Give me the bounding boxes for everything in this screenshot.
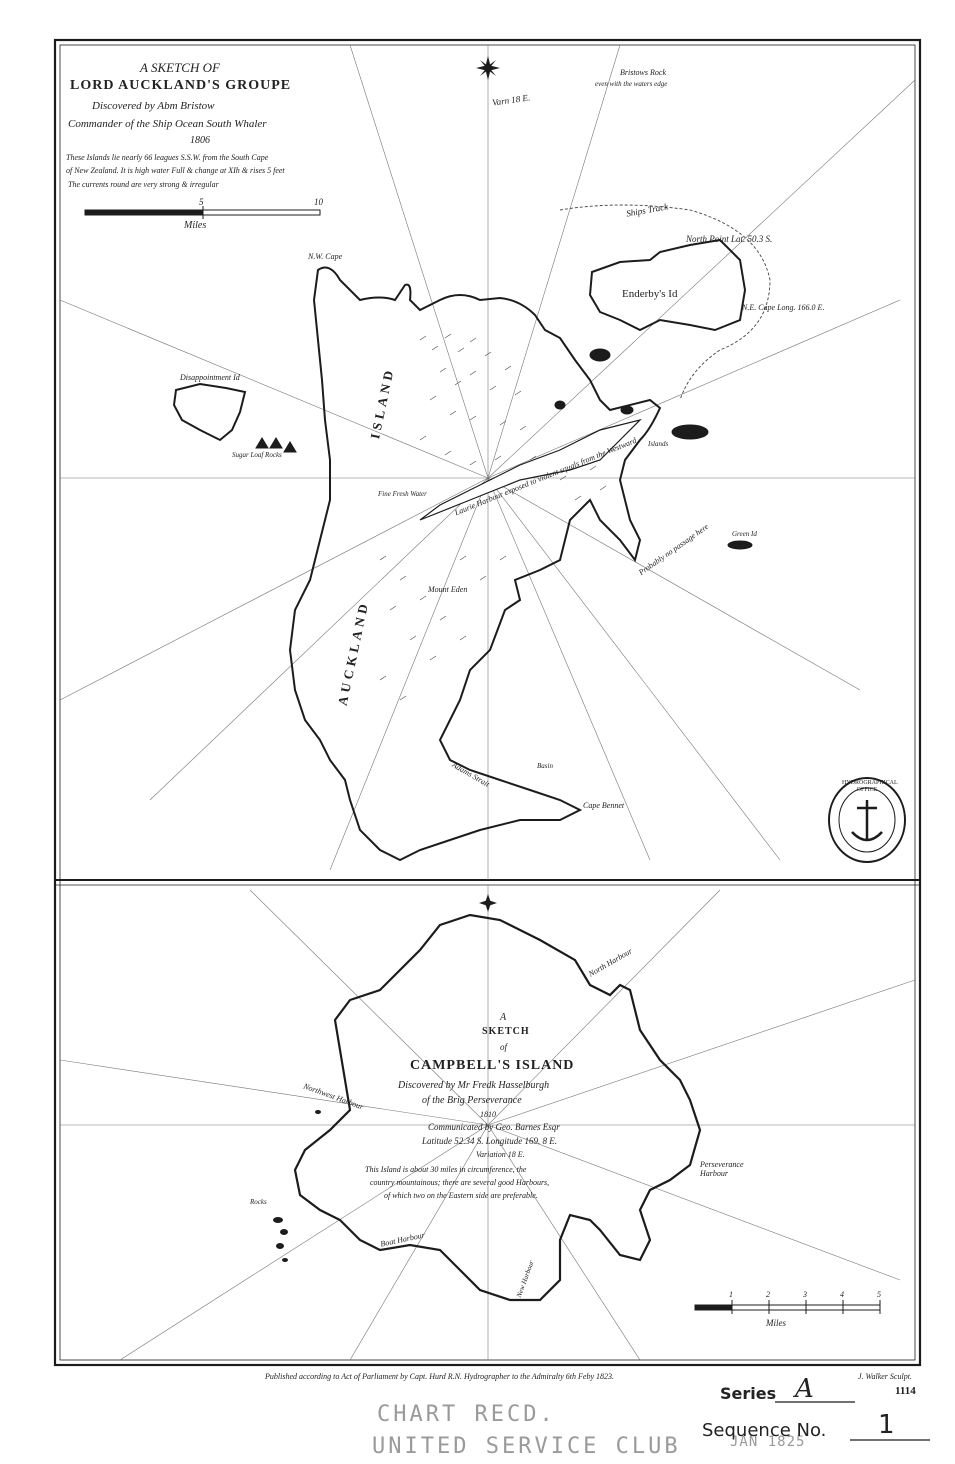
chart-number: 1114 <box>895 1385 916 1397</box>
campbell-vessel: of the Brig Perseverance <box>422 1095 522 1106</box>
scale-tick-3: 3 <box>803 1290 807 1299</box>
rhumb-lines-lower <box>59 885 916 1361</box>
scale-miles-lower: Miles <box>766 1318 786 1328</box>
scale-bar-upper <box>84 206 321 219</box>
small-islets-upper <box>255 348 753 550</box>
scale-label-10: 10 <box>314 197 323 207</box>
green-island-label: Green Id <box>732 530 757 538</box>
rocks-label: Rocks <box>250 1198 267 1206</box>
auckland-year: 1806 <box>190 135 210 146</box>
disappointment-island <box>172 382 247 442</box>
campbell-note-1: This Island is about 30 miles in circumf… <box>365 1165 527 1174</box>
bristows-rock-label: Bristows Rock <box>620 68 666 77</box>
cape-bennet-label: Cape Bennet <box>583 801 625 810</box>
mount-eden-label: Mount Eden <box>428 585 468 594</box>
campbell-communicated: Communicated by Geo. Barnes Esqr <box>428 1122 560 1132</box>
auckland-note-2: of New Zealand. It is high water Full & … <box>66 166 285 175</box>
stamp-date: JAN 1825 <box>730 1434 806 1450</box>
auckland-note-1: These Islands lie nearly 66 leagues S.S.… <box>66 153 269 162</box>
stamp-united-service-club: UNITED SERVICE CLUB <box>372 1434 681 1459</box>
ne-cape-label: N.E. Cape Long. 166.0 E. <box>742 303 825 312</box>
engraver-credit: J. Walker Sculpt. <box>858 1372 912 1381</box>
scale-tick-4: 4 <box>840 1290 844 1299</box>
campbell-latlon: Latitude 52.34 S. Longitude 169. 8 E. <box>422 1136 557 1146</box>
campbell-island-outline <box>293 913 702 1302</box>
sugar-loaf-rocks-label: Sugar Loaf Rocks <box>232 451 282 459</box>
scale-tick-2: 2 <box>766 1290 770 1299</box>
compass-rose-upper <box>476 56 500 80</box>
campbell-title-of: of <box>500 1042 508 1052</box>
scale-bar-lower <box>694 1300 881 1314</box>
scale-miles-upper: Miles <box>184 220 207 231</box>
enderby-island-label: Enderby's Id <box>622 288 678 300</box>
scale-label-5: 5 <box>199 197 204 207</box>
compass-rose-lower <box>479 894 497 912</box>
auckland-commander: Commander of the Ship Ocean South Whaler <box>68 118 267 130</box>
fresh-water-label: Fine Fresh Water <box>378 490 427 498</box>
auckland-island-outline <box>288 266 662 862</box>
north-point-label: North Point Lat. 50.3 S. <box>686 234 773 244</box>
perseverance-harbour-label: Perseverance Harbour <box>700 1160 744 1178</box>
campbell-year: 1810 <box>480 1110 496 1119</box>
ships-track <box>559 204 771 401</box>
campbell-islets <box>273 1110 321 1262</box>
campbell-title: CAMPBELL'S ISLAND <box>410 1058 575 1073</box>
series-value: A <box>795 1374 814 1404</box>
enderby-island <box>588 238 747 332</box>
laurie-harbour <box>419 418 642 521</box>
auckland-title: LORD AUCKLAND'S GROUPE <box>70 78 292 93</box>
rhumb-lines-upper <box>59 44 916 880</box>
stamp-chart-recd: CHART RECD. <box>377 1402 556 1427</box>
auckland-note-3: The currents round are very strong & irr… <box>68 180 219 189</box>
islands-label: Islands <box>648 440 669 448</box>
campbell-title-sketch: SKETCH <box>482 1026 530 1037</box>
scale-tick-1: 1 <box>729 1290 733 1299</box>
campbell-discovered: Discovered by Mr Fredk Hasselburgh <box>398 1080 550 1091</box>
auckland-terrain <box>379 333 607 701</box>
seal-text: HYDROGRAPHICAL OFFICE <box>842 780 898 793</box>
nw-cape-label: N.W. Cape <box>308 252 343 261</box>
form-lines <box>775 1401 930 1441</box>
basin-label: Basin <box>537 762 553 770</box>
campbell-variation: Variation 18 E. <box>476 1150 525 1159</box>
sequence-label: Sequence No. <box>702 1420 827 1441</box>
hydrographic-seal <box>828 777 906 863</box>
campbell-note-2: country mountainous; there are several g… <box>370 1178 550 1187</box>
auckland-title-line1: A SKETCH OF <box>140 60 220 75</box>
disappointment-island-label: Disappointment Id <box>180 373 240 382</box>
publication-line: Published according to Act of Parliament… <box>265 1372 614 1381</box>
campbell-title-a: A <box>500 1012 507 1023</box>
bristows-rock-note: even with the waters edge <box>595 80 668 88</box>
auckland-discovered: Discovered by Abm Bristow <box>92 100 215 112</box>
map-frame <box>53 38 922 1367</box>
series-label: Series <box>720 1384 777 1403</box>
sequence-value: 1 <box>878 1410 895 1440</box>
scale-tick-5: 5 <box>877 1290 881 1299</box>
campbell-note-3: of which two on the Eastern side are pre… <box>384 1191 538 1200</box>
